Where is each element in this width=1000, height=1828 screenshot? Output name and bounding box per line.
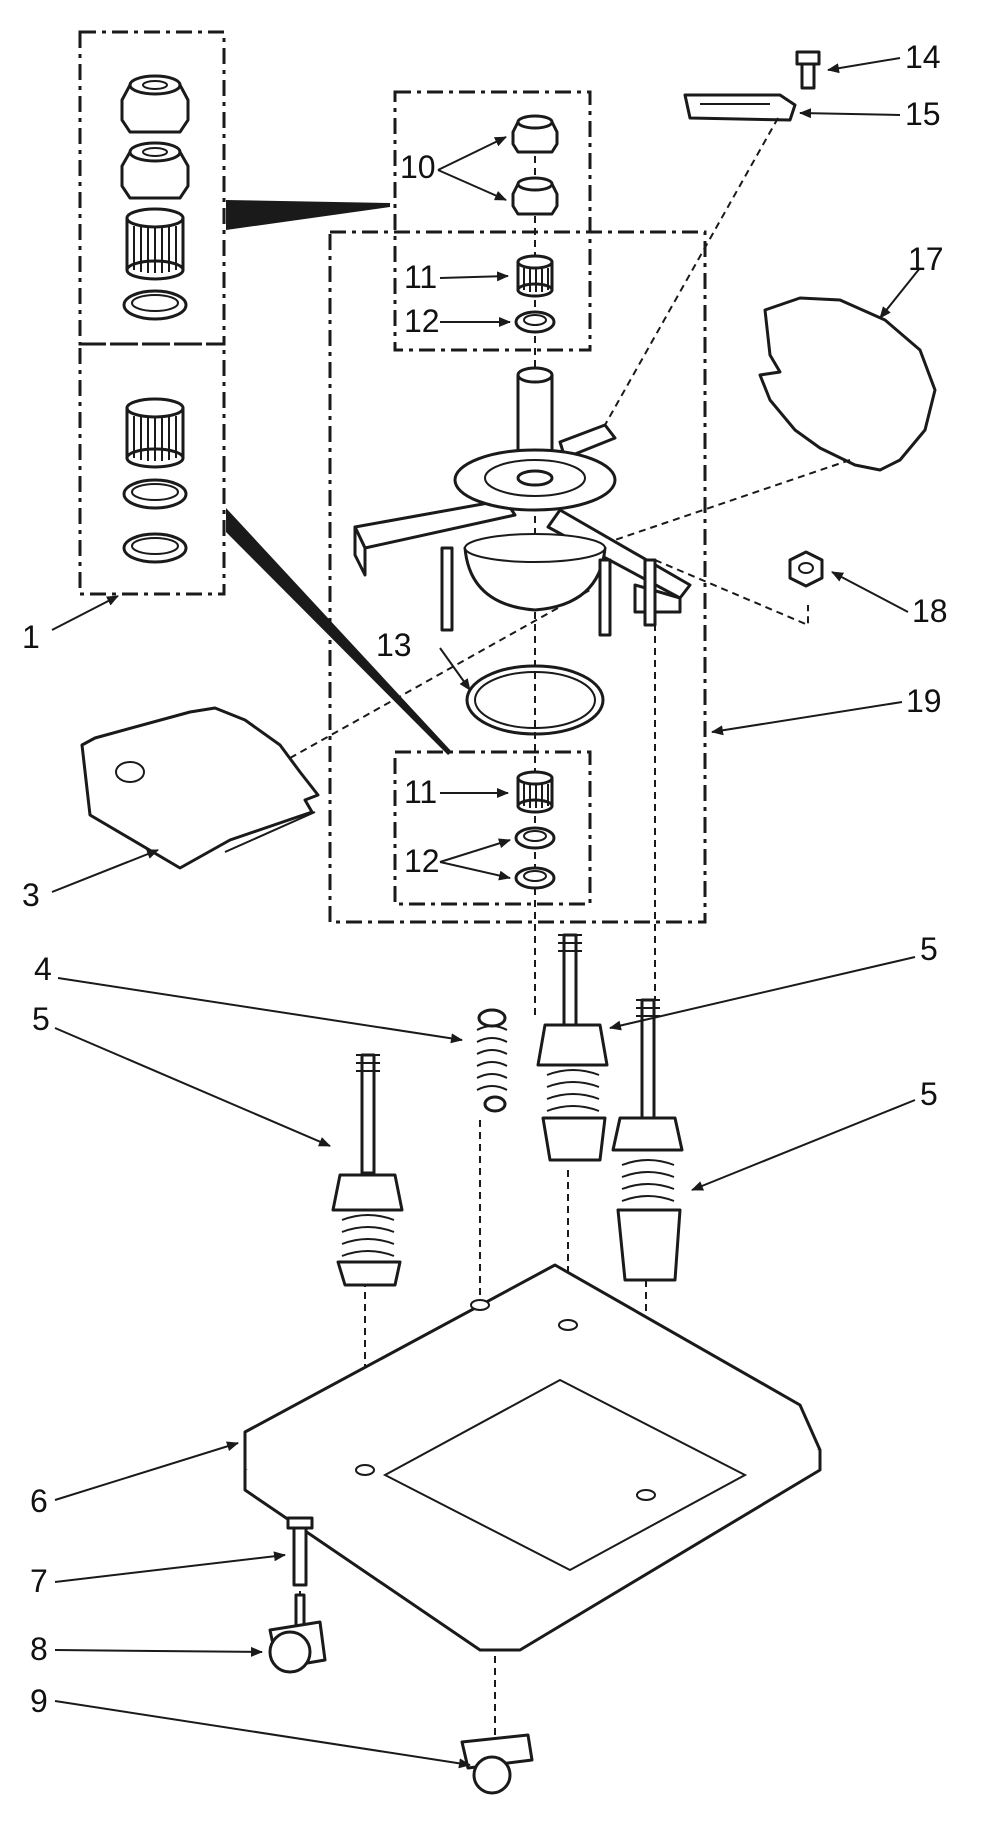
nut-18: [788, 550, 824, 588]
kit-roller-bearing-1: [125, 207, 185, 281]
kit-pointer-lower: [226, 508, 452, 755]
kit-box-lower: [78, 342, 226, 596]
shield-17: [758, 296, 937, 472]
callout-9: 9: [30, 1683, 48, 1719]
callout-15: 15: [905, 96, 941, 132]
kit-ring-1: [122, 289, 188, 321]
bearing-11-upper: [516, 254, 554, 298]
callout-7: 7: [30, 1563, 48, 1599]
stem-7: [286, 1516, 314, 1587]
kit-pointer-upper: [226, 200, 390, 230]
bearing-kit-group: [78, 30, 452, 755]
tub-support-assembly: [353, 366, 692, 637]
caster-9: [460, 1733, 534, 1795]
callout-10: 10: [400, 149, 436, 185]
base-6: [243, 1263, 822, 1652]
callout-17: 17: [908, 241, 944, 277]
seal-10-upper: [511, 114, 559, 154]
assembly-box: [328, 230, 707, 924]
bracket-guide-line: [604, 117, 779, 426]
bearing-11-lower: [516, 770, 554, 814]
strut-5-right: [611, 998, 684, 1282]
leader-lines: [51, 57, 921, 1769]
kit-roller-bearing-2: [125, 397, 185, 469]
seal-10-lower: [511, 176, 559, 216]
ring-12-lower-1: [514, 826, 556, 850]
bolt-14: [795, 50, 821, 90]
shield-3: [80, 706, 320, 870]
callout-5-right: 5: [920, 1076, 938, 1112]
bracket-15: [683, 93, 797, 122]
callout-numbers: 1 3 4 5 5 5 6 7 8 9 10 11 12 13 11 12 14…: [22, 39, 948, 1719]
callout-4: 4: [34, 951, 52, 987]
ring-12-upper: [514, 310, 556, 334]
strut-5-center: [536, 933, 609, 1162]
callout-14: 14: [905, 39, 941, 75]
kit-seal-2: [120, 141, 190, 200]
callout-12-lower: 12: [404, 843, 440, 879]
shield-3-guide-line: [289, 589, 591, 759]
caster-8: [268, 1593, 327, 1674]
callout-12-upper: 12: [404, 303, 440, 339]
callout-6: 6: [30, 1483, 48, 1519]
ring-12-lower-2: [514, 866, 556, 890]
strut-5-left: [331, 1053, 404, 1287]
kit-seal-1: [120, 74, 190, 134]
callout-18: 18: [912, 593, 948, 629]
kit-ring-3: [122, 532, 188, 564]
gasket-13: [465, 664, 605, 736]
callout-8: 8: [30, 1631, 48, 1667]
callout-5-center: 5: [920, 931, 938, 967]
callout-11-lower: 11: [404, 774, 437, 810]
kit-ring-2: [122, 478, 188, 510]
spring-4: [476, 1008, 508, 1113]
upper-bearing-box: [393, 90, 592, 352]
callout-13: 13: [376, 627, 412, 663]
callout-3: 3: [22, 877, 40, 913]
shield-guide-line: [614, 459, 851, 541]
callout-11-upper: 11: [404, 259, 437, 295]
callout-5-left: 5: [32, 1001, 50, 1037]
callout-19: 19: [906, 683, 942, 719]
lower-bearing-box: [393, 750, 592, 906]
callout-1: 1: [22, 619, 40, 655]
